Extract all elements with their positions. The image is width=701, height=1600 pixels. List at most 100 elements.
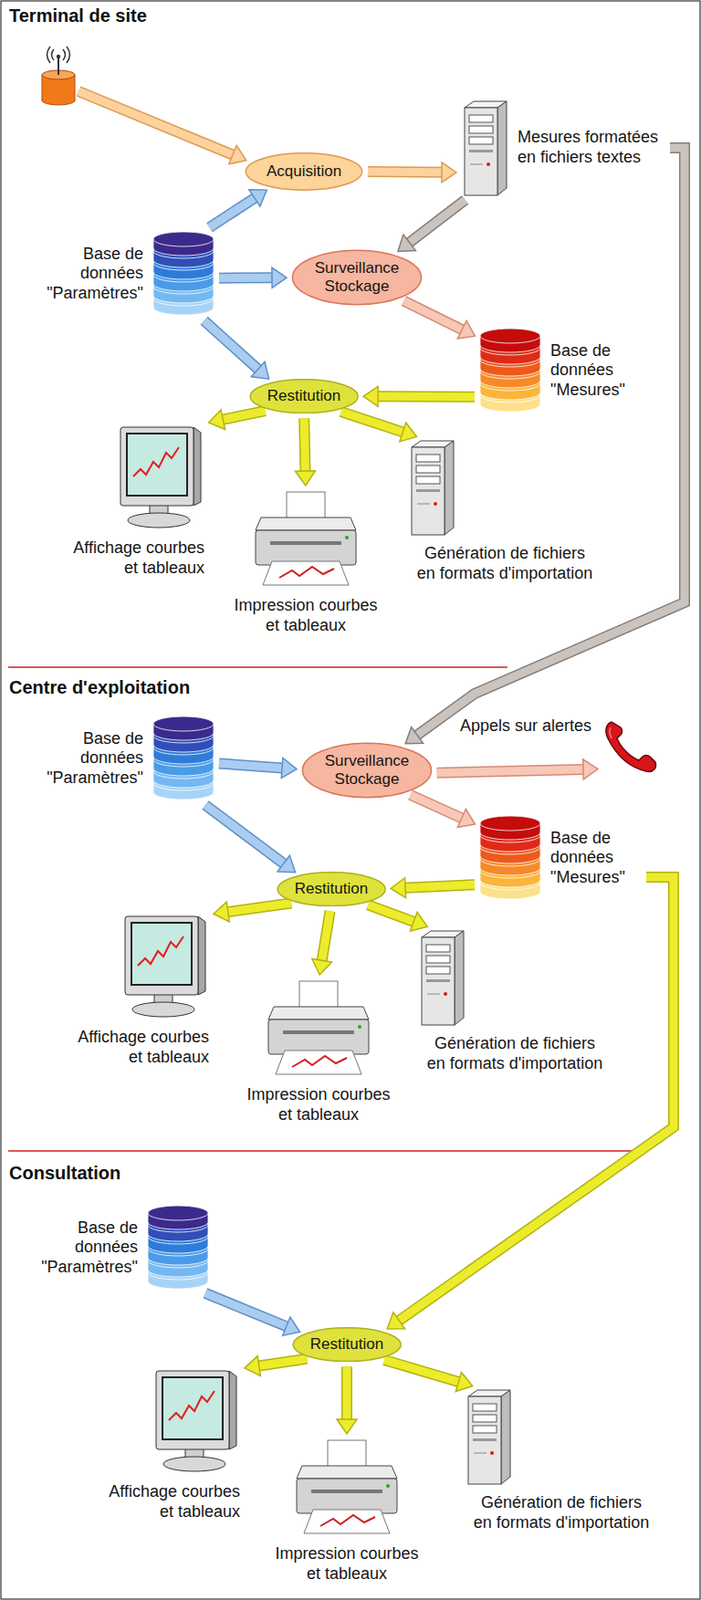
server-icon bbox=[418, 928, 466, 1027]
node-label: Mesures formatées en fichiers textes bbox=[517, 127, 666, 168]
node-text: Impression courbes et tableaux bbox=[242, 1085, 395, 1125]
monitor-icon bbox=[152, 1367, 241, 1476]
node-label: Génération de fichiers en formats d'impo… bbox=[415, 544, 595, 584]
arrow-body bbox=[204, 320, 259, 369]
node-text: Base de données "Paramètres" bbox=[41, 244, 144, 304]
arrow-outline bbox=[341, 411, 404, 432]
database-icon bbox=[152, 230, 215, 318]
arrow-head bbox=[387, 1312, 405, 1329]
monitor: Affichage courbes et tableaux bbox=[98, 1367, 241, 1522]
arrow-head bbox=[209, 409, 226, 430]
arrow-head bbox=[390, 878, 406, 899]
flow-arrow bbox=[213, 901, 292, 922]
arrow-body bbox=[367, 904, 414, 921]
arrow-body bbox=[437, 769, 584, 774]
arrow-outline bbox=[341, 1366, 353, 1420]
node-text: Surveillance Stockage bbox=[309, 259, 405, 297]
section-title: Centre d'exploitation bbox=[9, 677, 190, 699]
node-label: Génération de fichiers en formats d'impo… bbox=[425, 1034, 605, 1074]
node-text: Appels sur alertes bbox=[460, 716, 592, 737]
arrow-outline bbox=[205, 1293, 287, 1327]
node-label: Base de données "Paramètres" bbox=[35, 1218, 138, 1278]
arrow-outline bbox=[367, 166, 442, 178]
arrow-body bbox=[219, 763, 283, 768]
arrow-head bbox=[441, 162, 457, 183]
server: Mesures formatées en fichiers textes bbox=[460, 98, 666, 198]
flow-arrow bbox=[219, 757, 297, 778]
arrow-outline bbox=[204, 320, 259, 369]
arrow-body bbox=[398, 877, 674, 1321]
flow-arrow bbox=[367, 162, 457, 183]
arrow-body bbox=[222, 410, 265, 420]
node-label: Base de données "Paramètres" bbox=[41, 729, 144, 789]
server: Génération de fichiers en formats d'impo… bbox=[408, 438, 595, 584]
process-ellipse: Restitution bbox=[276, 871, 387, 907]
database-icon bbox=[152, 230, 215, 318]
database: Base de données "Mesures" bbox=[479, 814, 642, 902]
printer: Impression courbes et tableaux bbox=[230, 490, 382, 636]
node-text: Restitution bbox=[267, 387, 341, 406]
printer-icon bbox=[264, 979, 373, 1080]
arrow-body bbox=[417, 147, 685, 735]
arrow-head bbox=[457, 808, 475, 827]
node-text: Base de données "Paramètres" bbox=[41, 729, 144, 789]
telephone: Appels sur alertes bbox=[602, 714, 660, 775]
arrow-body bbox=[377, 392, 475, 402]
node-label: Appels sur alertes bbox=[460, 716, 592, 737]
flow-arrow bbox=[390, 878, 475, 899]
arrow-outline bbox=[209, 198, 255, 228]
node-label: Impression courbes et tableaux bbox=[242, 1085, 395, 1125]
section-title: Terminal de site bbox=[9, 5, 147, 27]
flow-arrow bbox=[397, 199, 466, 252]
monitor-icon bbox=[116, 423, 205, 532]
flow-arrow bbox=[336, 1366, 357, 1434]
arrow-body bbox=[228, 903, 292, 913]
flow-arrow bbox=[312, 910, 333, 975]
arrow-body bbox=[322, 910, 331, 961]
node-label: Impression courbes et tableaux bbox=[230, 596, 382, 636]
arrow-outline bbox=[417, 147, 685, 735]
arrow-head bbox=[457, 320, 475, 339]
node-text: Base de données "Mesures" bbox=[550, 828, 642, 889]
arrow-head bbox=[409, 911, 428, 932]
node-label: Surveillance Stockage bbox=[319, 752, 415, 790]
flow-arrow bbox=[367, 904, 428, 932]
monitor: Affichage courbes et tableaux bbox=[67, 912, 210, 1068]
node-label: Restitution bbox=[294, 879, 368, 899]
arrow-outline bbox=[409, 199, 466, 243]
node-label: Affichage courbes et tableaux bbox=[62, 538, 205, 578]
node-text: Restitution bbox=[294, 879, 368, 899]
flow-arrow bbox=[205, 805, 296, 873]
antenna-icon bbox=[41, 46, 75, 105]
node-label: Acquisition bbox=[266, 162, 342, 181]
arrow-body bbox=[410, 795, 462, 819]
server-icon bbox=[408, 438, 456, 537]
arrow-head bbox=[282, 1317, 301, 1336]
node-label: Base de données "Mesures" bbox=[550, 828, 642, 889]
monitor-icon bbox=[152, 1367, 241, 1476]
database: Base de données "Paramètres" bbox=[35, 1203, 210, 1292]
database-icon bbox=[479, 326, 542, 415]
printer-icon bbox=[292, 1438, 401, 1539]
arrow-body bbox=[409, 199, 466, 243]
arrow-outline bbox=[405, 884, 475, 888]
database: Base de données "Paramètres" bbox=[41, 714, 215, 803]
database-icon bbox=[146, 1203, 210, 1292]
node-text: Mesures formatées en fichiers textes bbox=[517, 127, 666, 168]
database-icon bbox=[152, 714, 215, 803]
flow-arrow bbox=[403, 301, 475, 339]
arrow-body bbox=[343, 1366, 352, 1420]
server-icon bbox=[464, 1387, 513, 1486]
database: Base de données "Paramètres" bbox=[41, 230, 215, 318]
arrow-body bbox=[205, 805, 284, 864]
arrow-outline bbox=[410, 795, 462, 819]
database-icon bbox=[479, 814, 542, 902]
arrow-outline bbox=[367, 904, 414, 921]
arrow-head bbox=[336, 1419, 357, 1434]
database-icon bbox=[479, 814, 542, 902]
arrow-head bbox=[397, 234, 416, 252]
arrow-head bbox=[583, 759, 598, 780]
arrow-head bbox=[294, 470, 315, 486]
